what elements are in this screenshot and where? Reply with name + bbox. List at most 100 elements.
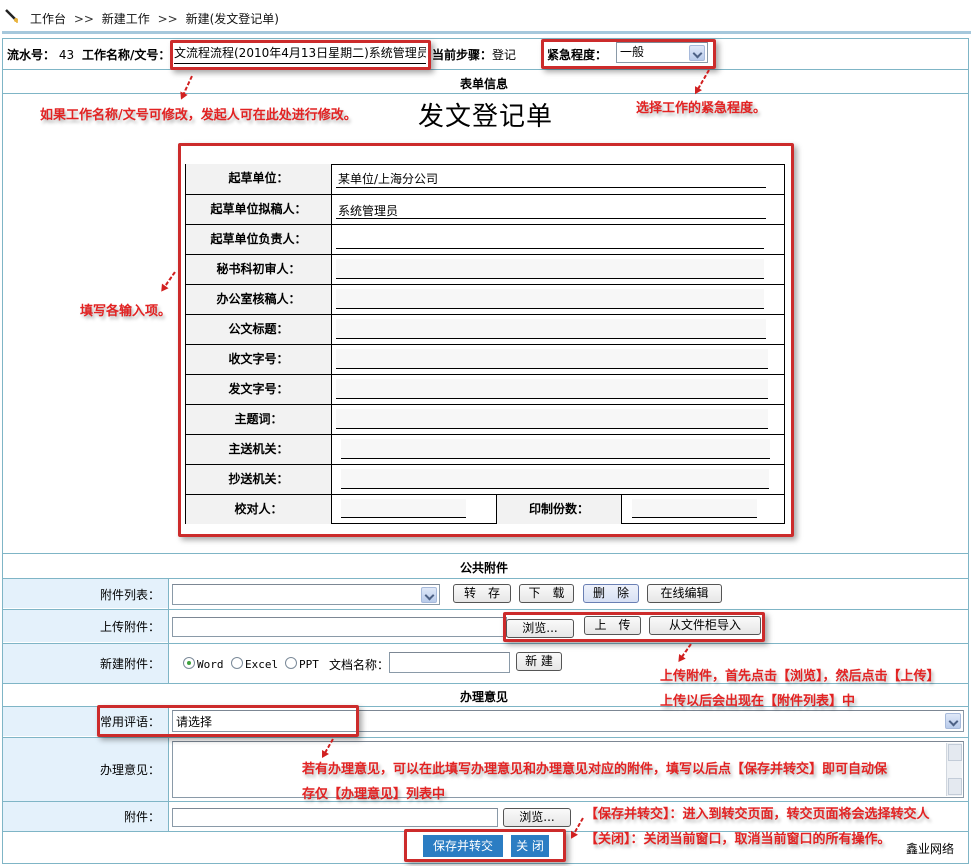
label-cell: 新建附件：: [3, 644, 168, 683]
document-title-input[interactable]: [336, 319, 766, 338]
browse-button[interactable]: 浏览...: [506, 619, 574, 638]
attachments-section-title: 公共附件: [460, 561, 509, 575]
annotation-save-note: 【保存并转交】：进入到转交页面，转交页面将会选择转交人: [585, 807, 930, 822]
doc-name-input[interactable]: [389, 652, 510, 673]
radio-ppt[interactable]: [285, 657, 297, 669]
form-row: 抄送机关：: [186, 464, 784, 494]
annotation-box-work-name: [170, 40, 431, 70]
common-phrase-value: 请选择: [176, 715, 213, 729]
radio-ppt-label: PPT: [299, 658, 319, 671]
radio-word-label: Word: [197, 658, 224, 671]
new-attachment-button[interactable]: 新 建: [516, 652, 562, 671]
form-row: 主送机关：: [186, 434, 784, 464]
opinion-attachment-input[interactable]: [172, 808, 498, 827]
form-row: 起草单位拟稿人： 系统管理员: [186, 194, 784, 224]
input-underline: [341, 517, 466, 518]
resize-grip-icon[interactable]: [948, 778, 962, 795]
radio-excel[interactable]: [231, 657, 243, 669]
field-label: 秘书科初审人：: [186, 255, 332, 284]
field-label: 抄送机关：: [186, 465, 332, 494]
copies-input[interactable]: [632, 499, 757, 518]
chevron-down-icon: [421, 587, 437, 603]
label-cell: 附件列表：: [3, 579, 168, 608]
annotation-box-form: [178, 143, 794, 537]
delete-button[interactable]: 删 除: [583, 584, 639, 603]
label-cell: 常用评语：: [3, 707, 168, 736]
import-from-cabinet-button[interactable]: 从文件柜导入: [649, 616, 761, 635]
input-underline: [341, 458, 770, 459]
secretary-reviewer-input[interactable]: [336, 259, 764, 278]
drafting-unit-input[interactable]: 某单位/上海分公司: [338, 172, 439, 186]
form-grid: 起草单位： 某单位/上海分公司 起草单位拟稿人： 系统管理员 起草单位负责人： …: [185, 164, 785, 524]
field-label: 发文字号：: [186, 375, 332, 404]
close-button[interactable]: 关 闭: [511, 835, 549, 857]
annotation-box-common-phrase: [97, 705, 359, 737]
annotation-urgency: 选择工作的紧急程度。: [636, 101, 767, 116]
work-form-frame: [2, 38, 969, 864]
form-row: 校对人： 印制份数：: [186, 494, 784, 524]
field-label: 起草单位负责人：: [186, 225, 332, 254]
proofreader-input[interactable]: [341, 499, 466, 518]
scroll-up-button[interactable]: [948, 744, 962, 761]
field-label: 主题词：: [186, 405, 332, 434]
online-edit-button[interactable]: 在线编辑: [647, 584, 722, 603]
annotation-upload-1: 上传附件，首先点击【浏览】，然后点击【上传】: [660, 669, 940, 684]
field-label: 印制份数：: [496, 495, 622, 524]
annotation-upload-2: 上传以后会出现在【附件列表】中: [660, 694, 856, 709]
cc-recipient-input[interactable]: [341, 469, 769, 488]
chevron-down-icon: [689, 45, 705, 61]
divider: [2, 578, 969, 579]
common-phrase-label: 常用评语：: [99, 715, 160, 729]
divider: [2, 553, 969, 554]
received-number-input[interactable]: [336, 349, 768, 368]
document-title: 发文登记单: [418, 102, 554, 132]
step-value: 登记: [492, 48, 517, 62]
divider: [2, 683, 969, 684]
chevron-down-icon: [945, 713, 961, 729]
annotation-work-name: 如果工作名称/文号可修改，发起人可在此处进行修改。: [40, 108, 357, 123]
keywords-input[interactable]: [336, 409, 768, 428]
opinion-scrollbar[interactable]: [946, 743, 962, 796]
save-and-submit-button[interactable]: 保存并转交: [423, 835, 503, 857]
upload-button[interactable]: 上 传: [584, 616, 641, 635]
divider: [2, 609, 969, 610]
input-underline: [336, 187, 766, 188]
opinion-textarea[interactable]: [172, 741, 964, 798]
divider: [2, 93, 969, 94]
drafter-input[interactable]: 系统管理员: [338, 204, 399, 218]
breadcrumb-separator: >>: [157, 12, 178, 26]
save-as-button[interactable]: 转 存: [453, 584, 511, 603]
input-underline: [336, 308, 764, 309]
breadcrumb-new-work[interactable]: 新建工作: [101, 12, 150, 26]
form-section-title: 表单信息: [460, 77, 509, 91]
opinion-label: 办理意见：: [99, 763, 160, 777]
office-reviewer-input[interactable]: [336, 289, 764, 308]
radio-word[interactable]: [183, 657, 195, 669]
attachment-list-select[interactable]: [172, 584, 440, 605]
field-label: 校对人：: [186, 495, 332, 524]
breadcrumb-current: 新建(发文登记单): [185, 12, 279, 26]
field-label: 办公室核稿人：: [186, 285, 332, 314]
download-button[interactable]: 下 载: [519, 584, 574, 603]
breadcrumb-separator: >>: [73, 12, 94, 26]
field-label: 起草单位拟稿人：: [186, 195, 332, 224]
urgency-select[interactable]: 一般: [616, 42, 708, 63]
field-label: 公文标题：: [186, 315, 332, 344]
label-cell: 办理意见：: [3, 738, 168, 801]
urgency-value: 一般: [620, 45, 645, 59]
field-label: 起草单位：: [186, 164, 332, 194]
input-underline: [336, 398, 768, 399]
form-row: 起草单位： 某单位/上海分公司: [186, 164, 784, 194]
form-row: 公文标题：: [186, 314, 784, 344]
upload-file-input[interactable]: [172, 617, 507, 637]
serial-label: 流水号：: [7, 48, 56, 62]
breadcrumb-workbench[interactable]: 工作台: [30, 12, 67, 26]
common-phrase-select[interactable]: 请选择: [172, 710, 964, 732]
opinion-browse-button[interactable]: 浏览...: [503, 808, 571, 827]
input-underline: [336, 338, 766, 339]
annotation-close-note: 【关闭】：关闭当前窗口，取消当前窗口的所有操作。: [585, 832, 891, 847]
issued-number-input[interactable]: [336, 379, 768, 398]
main-recipient-input[interactable]: [341, 439, 770, 458]
work-name-input[interactable]: 文流程流程(2010年4月13日星期二)系统管理员: [174, 42, 426, 64]
form-row: 收文字号：: [186, 344, 784, 374]
